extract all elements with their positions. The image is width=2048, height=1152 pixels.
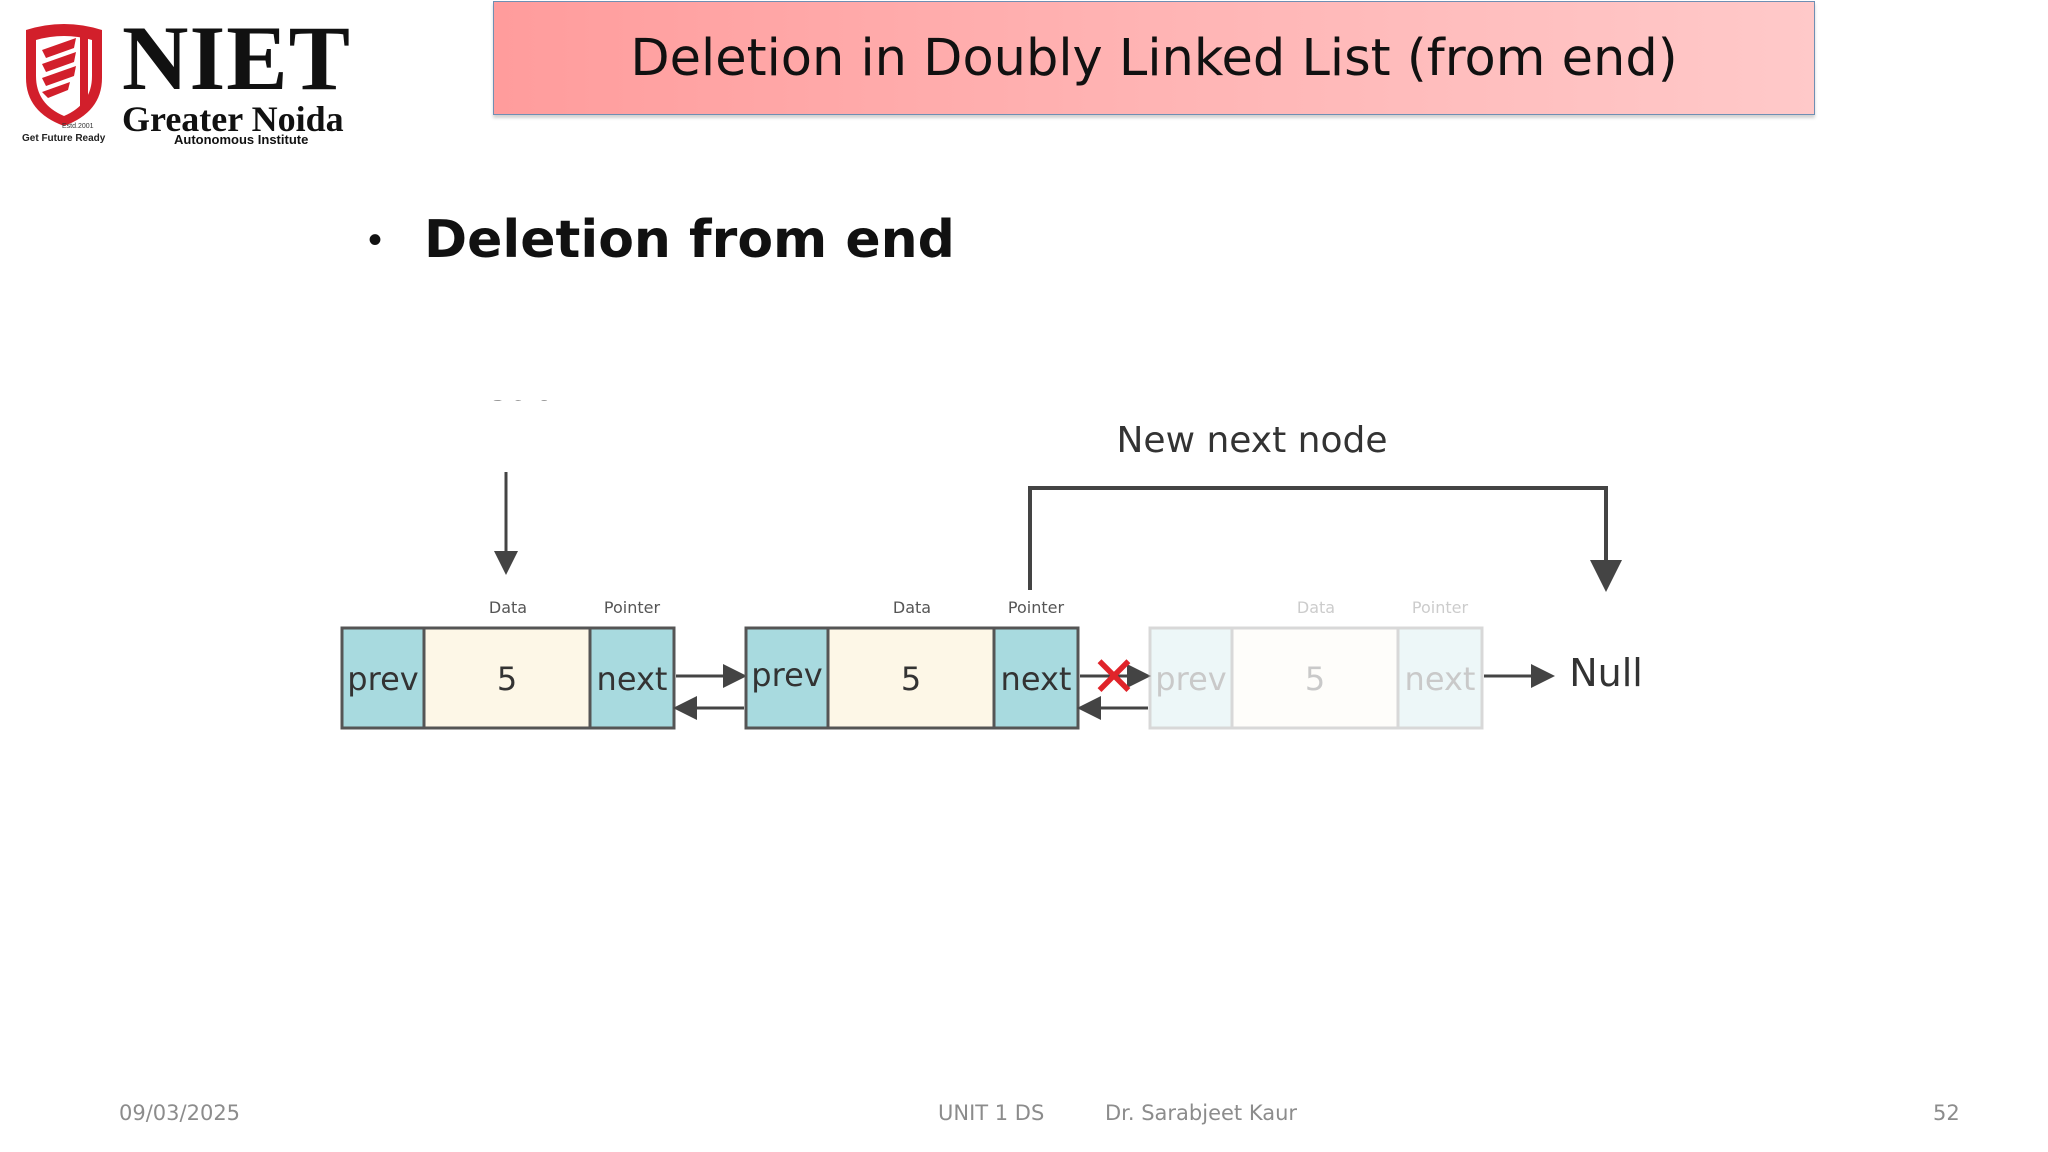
node1-data: 5 xyxy=(497,660,517,698)
node2-data: 5 xyxy=(901,660,921,698)
node3-pointer-header: Pointer xyxy=(1412,598,1469,617)
node1-next: next xyxy=(597,660,668,698)
head-label: Head xyxy=(454,400,559,410)
logo-location: Greater Noida xyxy=(122,99,344,139)
new-next-label: New next node xyxy=(1116,420,1387,461)
logo-established: Estd.2001 xyxy=(62,123,94,130)
node2-next: next xyxy=(1001,660,1072,698)
institute-logo: NIET Greater Noida Estd.2001 Get Future … xyxy=(14,12,374,152)
node1-prev: prev xyxy=(347,660,418,698)
bullet-icon: • xyxy=(368,218,383,262)
node1-data-header: Data xyxy=(489,598,527,617)
list-node-3-deleted: prev 5 next xyxy=(1148,626,1484,730)
node3-next: next xyxy=(1405,660,1476,698)
node3-data-header: Data xyxy=(1297,598,1335,617)
list-node-1: prev 5 next xyxy=(340,626,676,730)
null-label: Null xyxy=(1569,651,1643,695)
node2-prev: prev xyxy=(751,656,822,694)
node3-prev: prev xyxy=(1155,660,1226,698)
logo-title: NIET xyxy=(122,7,351,109)
footer-page-number: 52 xyxy=(1933,1101,1960,1125)
logo-tagline: Get Future Ready xyxy=(22,133,106,144)
bullet-text: Deletion from end xyxy=(424,210,955,270)
node2-data-header: Data xyxy=(893,598,931,617)
new-next-bracket xyxy=(1028,486,1622,592)
linked-list-diagram: Head New next node Data Pointer Data Poi… xyxy=(340,400,1643,730)
slide-title: Deletion in Doubly Linked List (from end… xyxy=(630,28,1678,88)
footer-date: 09/03/2025 xyxy=(119,1101,241,1125)
footer-author: Dr. Sarabjeet Kaur xyxy=(1105,1101,1298,1125)
node3-data: 5 xyxy=(1305,660,1325,698)
logo-status: Autonomous Institute xyxy=(174,132,309,147)
slide-title-box: Deletion in Doubly Linked List (from end… xyxy=(493,1,1815,115)
list-node-2: prev 5 next xyxy=(744,626,1080,730)
node2-pointer-header: Pointer xyxy=(1008,598,1065,617)
cross-icon: ✕ xyxy=(1091,645,1138,710)
node1-pointer-header: Pointer xyxy=(604,598,661,617)
logo-emblem-icon xyxy=(26,24,102,126)
footer-unit: UNIT 1 DS xyxy=(938,1101,1045,1125)
